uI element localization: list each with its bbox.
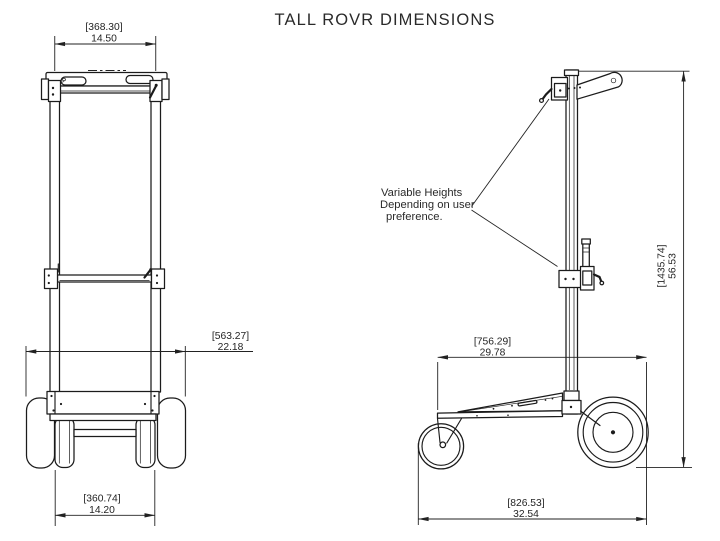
- gusset-slot: [517, 399, 538, 407]
- side-rear-wheel: [577, 396, 649, 469]
- caster-axle-tube: [73, 428, 137, 438]
- dim-overall-length: [826.53] 32.54: [417, 362, 647, 525]
- left-caster: [54, 416, 75, 469]
- front-caster-hub: [439, 441, 447, 449]
- annotation-line-1: Variable Heights: [381, 187, 463, 199]
- post-top-cap: [563, 69, 580, 77]
- axle-strut: [579, 410, 601, 427]
- mid-clamp-lever: [143, 268, 152, 279]
- dim-overall-height-metric: [1435.74]: [657, 244, 668, 287]
- mid-clamp-lever: [592, 273, 603, 284]
- dim-overall-height-inches: 56.53: [668, 253, 679, 279]
- dim-base-length-inches: 29.78: [480, 348, 506, 359]
- front-left-post: [49, 83, 61, 393]
- side-mid-clamp: [558, 238, 605, 291]
- annotation-line-2: Depending on user: [380, 199, 475, 211]
- mid-clamp-body: [558, 269, 582, 289]
- base-gusset: [457, 392, 564, 413]
- top-clamp-lever: [541, 87, 553, 101]
- annotation-line-3: preference.: [386, 211, 443, 223]
- mid-clamp-slide-inner: [582, 270, 593, 286]
- dim-base-length-metric: [756.29]: [474, 337, 511, 348]
- dim-handle-width-metric: [368.30]: [85, 22, 122, 33]
- handle-arm: [576, 71, 623, 100]
- dim-overall-width-metric: [563.27]: [212, 331, 249, 342]
- height-annotation: Variable Heights Depending on user prefe…: [380, 98, 558, 267]
- right-caster: [135, 416, 156, 469]
- dim-overall-height: [1435.74] 56.53: [579, 70, 692, 468]
- lever-knob: [538, 97, 545, 104]
- front-view-right-wheel: [156, 397, 187, 469]
- clamp-rod: [582, 242, 590, 270]
- handle-grip-right: [125, 74, 154, 85]
- base-plate: [46, 390, 160, 415]
- mid-lever-knob: [599, 280, 605, 286]
- caster-fork: [436, 417, 463, 444]
- left-clamp-block: [47, 79, 62, 103]
- side-post: [565, 69, 579, 415]
- dim-base-length: [756.29] 29.78: [437, 337, 647, 410]
- front-right-post: [150, 83, 162, 393]
- drawing-title: TALL ROVR DIMENSIONS: [275, 11, 496, 29]
- front-handlebar-assembly: [40, 70, 170, 103]
- side-front-caster: [417, 417, 465, 470]
- base-deck: [436, 410, 564, 419]
- rear-wheel-hub: [610, 430, 616, 435]
- dim-caster-track: [360.74] 14.20: [54, 470, 156, 526]
- front-mid-crossbar: [43, 263, 166, 290]
- dim-caster-track-metric: [360.74]: [83, 494, 120, 505]
- clamp-lever: [148, 84, 158, 99]
- mid-left-plate: [43, 268, 59, 290]
- dim-handle-width: [368.30] 14.50: [54, 22, 157, 71]
- side-base-assembly: [436, 390, 601, 427]
- post-bracket-upper: [563, 390, 580, 402]
- side-handle-assembly: [538, 71, 623, 104]
- side-view: [417, 69, 649, 470]
- front-base-assembly: [25, 390, 187, 469]
- left-clamp-bracket: [40, 78, 50, 101]
- cross-tube: [56, 85, 158, 94]
- dim-overall-length-inches: 32.54: [513, 509, 539, 520]
- mid-right-plate: [150, 268, 166, 290]
- front-view: [25, 70, 187, 469]
- dim-overall-width: [563.27] 22.18: [25, 331, 253, 397]
- handle-hole: [610, 77, 617, 84]
- dim-overall-width-inches: 22.18: [218, 342, 244, 353]
- mid-bar: [56, 274, 153, 283]
- dim-caster-track-inches: 14.20: [89, 505, 115, 516]
- right-clamp-bracket: [161, 78, 170, 101]
- base-lip: [49, 413, 157, 422]
- dim-overall-length-metric: [826.53]: [507, 498, 544, 509]
- dim-handle-width-inches: 14.50: [91, 34, 117, 45]
- right-clamp-block: [149, 79, 163, 103]
- clamp-rod-cap: [581, 238, 591, 245]
